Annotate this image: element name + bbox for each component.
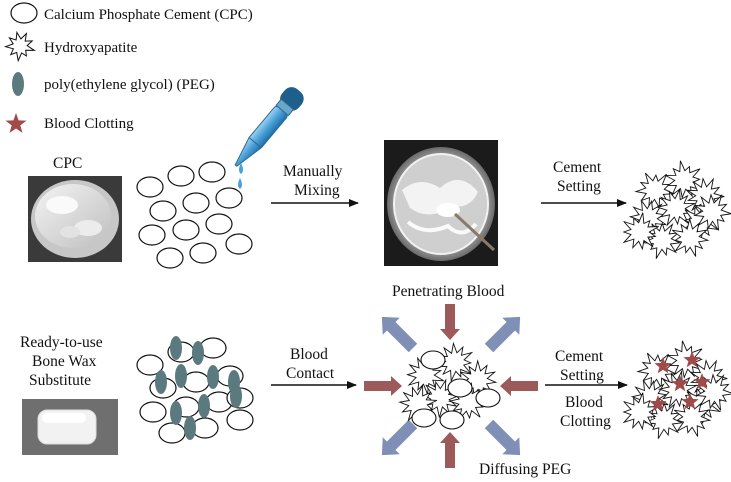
cpc-particle bbox=[198, 161, 226, 183]
bone-wax-label-line2: Bone Wax bbox=[32, 353, 97, 370]
bone-wax-label-line3: Substitute bbox=[29, 372, 91, 389]
cement-setting-top-line1: Cement bbox=[553, 159, 602, 176]
cpc-particle bbox=[158, 422, 186, 444]
hydroxyapatite-crystal bbox=[693, 193, 731, 231]
diffusing-peg-label: Diffusing PEG bbox=[479, 461, 571, 478]
cpc-powder-photo bbox=[28, 176, 122, 262]
hydroxyapatite-crystal bbox=[671, 217, 710, 257]
blood-clot-star-icon bbox=[693, 373, 711, 390]
manual-mixing-label-line2: Mixing bbox=[294, 182, 340, 199]
hydroxyapatite-crystal bbox=[695, 373, 731, 411]
cpc-particle bbox=[172, 219, 200, 241]
blood-clot-star-icon bbox=[654, 357, 672, 374]
blood-clotting-bottom-line2: Clotting bbox=[560, 413, 611, 430]
blood-arrow-in-bottom bbox=[440, 432, 460, 468]
cpc-particle bbox=[215, 187, 243, 209]
cpc-particle bbox=[138, 224, 166, 246]
peg-molecule bbox=[192, 341, 204, 365]
legend-hydroxyapatite-label: Hydroxyapatite bbox=[44, 40, 138, 56]
blood-clot-star-icon bbox=[671, 375, 689, 392]
peg-molecule bbox=[155, 370, 167, 394]
setting-cement-cluster-center bbox=[398, 341, 501, 430]
cpc-particle bbox=[420, 350, 446, 370]
dropper-icon bbox=[234, 87, 304, 189]
cpc-particle bbox=[475, 388, 501, 408]
blood-contact-label-line1: Blood bbox=[290, 346, 328, 363]
cpc-particle bbox=[167, 165, 195, 187]
blood-clot-star-icon bbox=[683, 351, 701, 368]
legend-peg-label: poly(ethylene glycol) (PEG) bbox=[44, 77, 215, 93]
legend-blood-clotting-label: Blood Clotting bbox=[44, 116, 134, 132]
cement-setting-bottom-line1: Cement bbox=[555, 348, 604, 365]
hydroxyapatite-crystal bbox=[636, 352, 678, 390]
bone-wax-photo bbox=[22, 399, 118, 455]
legend-peg-icon bbox=[12, 72, 24, 96]
blood-clot-star-icon bbox=[681, 393, 699, 410]
cpc-particle bbox=[447, 378, 473, 398]
cpc-particle bbox=[136, 176, 164, 198]
peg-molecule bbox=[170, 336, 182, 360]
cpc-particle bbox=[205, 213, 233, 235]
cpc-particle bbox=[182, 192, 210, 214]
manual-mixing-label-line1: Manually bbox=[283, 163, 343, 180]
cpc-particles-cluster bbox=[136, 161, 253, 269]
peg-molecule bbox=[198, 394, 210, 418]
penetrating-blood-label: Penetrating Blood bbox=[392, 283, 505, 300]
hydroxyapatite-cluster-clotted bbox=[622, 340, 731, 439]
blood-contact-label-line2: Contact bbox=[286, 365, 335, 382]
peg-arrow-out-top-right bbox=[484, 316, 521, 353]
cpc-particle bbox=[156, 247, 184, 269]
legend-blood-clotting-star-icon bbox=[5, 113, 27, 133]
cpc-particle bbox=[136, 354, 164, 376]
bone-wax-label-line1: Ready-to-use bbox=[20, 334, 103, 351]
cpc-particle bbox=[139, 401, 167, 423]
hydroxyapatite-cluster-top bbox=[622, 160, 731, 259]
hydroxyapatite-crystal bbox=[667, 340, 703, 380]
legend: Calcium Phosphate Cement (CPC) Hydroxyap… bbox=[3, 2, 253, 133]
legend-hydroxyapatite-icon bbox=[3, 30, 36, 63]
blood-arrow-in-right bbox=[500, 376, 538, 396]
blood-clot-star-icon bbox=[649, 395, 667, 412]
peg-molecule bbox=[170, 401, 182, 425]
peg-molecule bbox=[230, 384, 242, 408]
mixed-paste-dish-photo bbox=[384, 140, 498, 266]
cpc-particle bbox=[226, 409, 254, 431]
cpc-particle bbox=[149, 200, 177, 222]
hydroxyapatite-crystal bbox=[622, 392, 659, 431]
blood-arrow-in-left bbox=[364, 376, 402, 396]
hydroxyapatite-crystal bbox=[622, 212, 659, 251]
hydroxyapatite-crystal bbox=[657, 369, 697, 409]
hydroxyapatite-crystal bbox=[673, 397, 712, 437]
peg-molecule bbox=[207, 365, 219, 389]
peg-arrow-out-top-left bbox=[381, 316, 418, 353]
peg-arrow-out-bottom-left bbox=[381, 419, 418, 456]
flow-arrows-group bbox=[364, 304, 538, 468]
cement-setting-top-line2: Setting bbox=[557, 178, 601, 195]
legend-cpc-circle-icon bbox=[10, 2, 38, 24]
cpc-particle bbox=[225, 233, 253, 255]
hydroxyapatite-crystal bbox=[435, 341, 474, 383]
hydroxyapatite-crystal bbox=[665, 160, 701, 200]
hydroxyapatite-crystal bbox=[642, 221, 682, 259]
hydroxyapatite-crystal bbox=[644, 401, 684, 439]
peg-molecule bbox=[184, 416, 196, 440]
cpc-photo-label: CPC bbox=[53, 155, 82, 172]
cpc-particle bbox=[411, 408, 437, 428]
peg-molecule bbox=[175, 364, 187, 388]
cpc-particle bbox=[189, 242, 217, 264]
blood-arrow-in-top bbox=[440, 304, 460, 340]
legend-cpc-label: Calcium Phosphate Cement (CPC) bbox=[44, 7, 253, 23]
blood-clotting-bottom-line1: Blood bbox=[565, 394, 603, 411]
cpc-particle bbox=[439, 410, 465, 430]
hydroxyapatite-crystal bbox=[655, 187, 695, 227]
cement-setting-bottom-line2: Setting bbox=[560, 367, 604, 384]
peg-arrow-out-bottom-right bbox=[484, 419, 521, 456]
cpc-peg-mixture-cluster bbox=[136, 336, 254, 444]
